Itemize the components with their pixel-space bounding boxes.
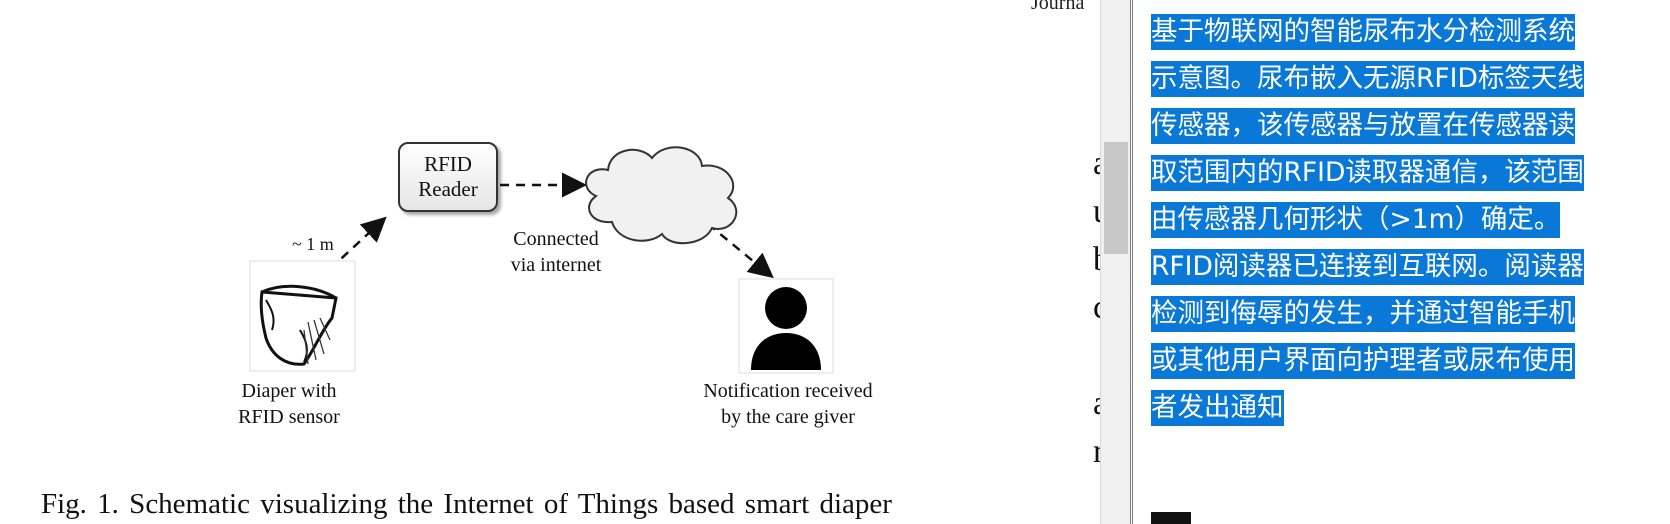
connected-label: Connected via internet — [496, 226, 616, 278]
translation-line[interactable]: RFID阅读器已连接到互联网。阅读器 — [1151, 249, 1584, 285]
translation-panel: 基于物联网的智能尿布水分检测系统 示意图。尿布嵌入无源RFID标签天线 传感器，… — [1130, 0, 1670, 524]
person-icon — [738, 278, 834, 374]
translation-line[interactable]: 检测到侮辱的发生，并通过智能手机 — [1151, 296, 1575, 332]
translation-text[interactable]: 基于物联网的智能尿布水分检测系统 示意图。尿布嵌入无源RFID标签天线 传感器，… — [1151, 8, 1670, 431]
arrow-cloud-to-caregiver — [707, 223, 774, 279]
cutoff-letter: r — [1093, 433, 1105, 470]
translation-line[interactable]: 者发出通知 — [1151, 390, 1284, 426]
translation-line[interactable]: 或其他用户界面向护理者或尿布使用 — [1151, 343, 1575, 379]
document-page: Journa RFID Reader ~ 1 m — [41, 0, 1130, 524]
scrollbar-thumb[interactable] — [1104, 142, 1128, 254]
translation-line[interactable]: 传感器，该传感器与放置在传感器读 — [1151, 108, 1575, 144]
connected-label-line1: Connected — [513, 228, 599, 250]
rfid-reader-line1: RFID — [424, 152, 472, 176]
distance-label: ~ 1 m — [292, 234, 334, 254]
translation-line[interactable]: 取范围内的RFID读取器通信，该范围 — [1151, 155, 1584, 191]
diaper-icon — [249, 260, 356, 372]
notification-label-line2: by the care giver — [721, 406, 855, 428]
translation-line[interactable]: 由传感器几何形状（>1m）确定。 — [1151, 202, 1561, 238]
journal-header: Journa — [1031, 0, 1085, 14]
notification-label: Notification received by the care giver — [688, 378, 888, 430]
diaper-label-line1: Diaper with — [241, 380, 337, 402]
figure-diagram — [249, 146, 834, 374]
diaper-label: Diaper with RFID sensor — [224, 378, 354, 430]
notification-label-line1: Notification received — [703, 380, 873, 402]
figure-caption: Fig. 1. Schematic visualizing the Intern… — [41, 488, 892, 520]
cloud-icon — [585, 146, 738, 245]
vertical-scrollbar[interactable] — [1100, 0, 1130, 524]
connected-label-line2: via internet — [510, 254, 602, 276]
diaper-label-line2: RFID sensor — [238, 406, 340, 428]
translation-line[interactable]: 示意图。尿布嵌入无源RFID标签天线 — [1151, 61, 1584, 97]
rfid-reader-box: RFID Reader — [398, 142, 498, 212]
translation-line[interactable]: 基于物联网的智能尿布水分检测系统 — [1151, 14, 1575, 50]
rfid-reader-line2: Reader — [418, 177, 478, 201]
next-block-glyph-fragment — [1151, 512, 1191, 524]
